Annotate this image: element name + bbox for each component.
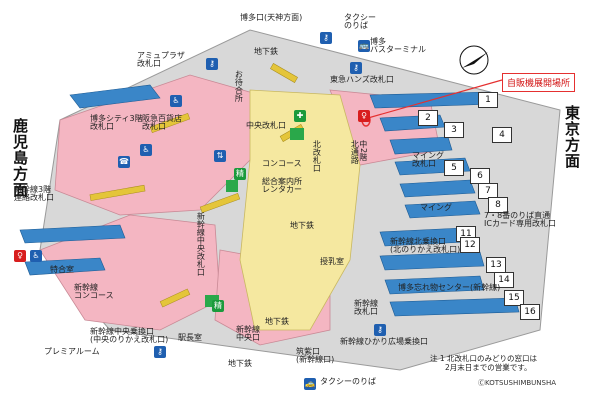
label-wasuremono: 博多忘れ物センター(新幹線): [398, 283, 501, 292]
label-shinkansen-chuo: 新幹線中央改札口: [196, 212, 206, 276]
platform-6: 6: [470, 168, 490, 184]
label-kita-gate: 北改札口: [312, 140, 322, 172]
platform-12: 12: [460, 237, 480, 253]
toilet-icon: 精: [234, 168, 246, 180]
tracks-west: [19, 84, 161, 276]
label-info: 総合案内所 レンタカー: [262, 177, 302, 195]
label-chuo-gate: 中央改札口: [246, 121, 286, 130]
platform-2: 2: [418, 110, 438, 126]
label-naka2: 中2階 北通路: [350, 140, 368, 164]
label-chikatetsu-mid: 地下鉄: [290, 221, 314, 230]
label-shinkansen-north: 新幹線北乗換口 (北のりかえ改札口): [390, 237, 461, 255]
accessible-icon: ♿: [30, 250, 42, 262]
label-chikatetsu-bottom: 地下鉄: [265, 317, 289, 326]
label-shinkansen-concourse: 新幹線 コンコース: [74, 283, 114, 301]
toilet-icon: ✚: [294, 110, 306, 122]
label-hakata-city3: 博多シティ3階 改札口: [90, 114, 143, 132]
platform-1: 1: [478, 92, 498, 108]
concourse-yellow: [239, 89, 361, 331]
key-icon: ⚷: [206, 58, 218, 70]
label-amu-plaza: アミュプラザ 改札口: [137, 51, 185, 69]
platform-13: 13: [486, 257, 506, 273]
platform-8: 8: [488, 197, 508, 213]
label-concourse: コンコース: [262, 159, 302, 168]
callout-pointer: [367, 79, 503, 119]
key-icon: ⚷: [154, 346, 166, 358]
female-toilet-icon: ♀: [358, 110, 370, 122]
platform-15: 15: [504, 290, 524, 306]
toilet-icon: ♿: [170, 95, 182, 107]
key-icon: ⚷: [374, 324, 386, 336]
platform-4: 4: [492, 127, 512, 143]
label-omachi: お待合所: [234, 70, 244, 102]
label-jun: 授乳室: [320, 257, 344, 266]
label-chikatetsu-low: 地下鉄: [228, 359, 252, 368]
label-shinkansen-3f: 新幹線3階 連絡改札口: [14, 185, 54, 203]
platform-14: 14: [494, 272, 514, 288]
bus-icon: 🚌: [358, 40, 370, 52]
label-taxi-bottom: タクシーのりば: [320, 377, 376, 386]
copyright: ⒸKOTSUSHIMBUNSHA: [478, 379, 557, 387]
platform-16: 16: [520, 304, 540, 320]
footnote: 注 1 北改札口のみどりの窓口は 2月末日までの営業です。: [430, 354, 538, 372]
accessible-icon: ♿: [140, 144, 152, 156]
label-mining: マイング 改札口: [412, 151, 444, 169]
label-tokyu-hands: 東急ハンズ改札口: [330, 75, 394, 84]
tracks-conventional: [369, 91, 496, 219]
label-chikatetsu-top: 地下鉄: [254, 47, 278, 56]
label-hankyu: 阪急百貨店 改札口: [142, 114, 182, 132]
vending-callout: 自販機展開場所: [502, 73, 576, 92]
label-premium: プレミアルーム: [44, 347, 100, 356]
tracks-shinkansen: [379, 227, 520, 317]
direction-kagoshima: 鹿児島方面: [11, 118, 29, 198]
compass: [459, 45, 489, 75]
toilet-icon: 精: [212, 300, 224, 312]
phone-icon: ☎: [118, 156, 130, 168]
female-toilet-icon: ♀: [14, 250, 26, 262]
platform-3: 3: [444, 122, 464, 138]
key-icon: ⚷: [320, 32, 332, 44]
label-shinkansen-chuo-norikae: 新幹線中央乗換口 (中央のりかえ改札口): [90, 327, 169, 345]
pink-area-west: [54, 74, 261, 216]
green-areas: [205, 128, 304, 307]
label-ekichou: 駅長室: [178, 333, 202, 342]
taxi-icon: 🚕: [304, 378, 316, 390]
elevator-icon: ⇅: [214, 150, 226, 162]
key-icon: ⚷: [350, 62, 362, 74]
label-platform78: 7・8番のりば直通 ICカード専用改札口: [484, 211, 556, 229]
label-tokubetsu: 特合室: [50, 265, 74, 274]
label-chikugo: 筑紫口 (新幹線口): [296, 347, 335, 365]
label-hakata-bus: 博多 バスターミナル: [370, 37, 426, 55]
platform-5: 5: [444, 160, 464, 176]
label-hikari: 新幹線ひかり広場乗換口: [340, 337, 428, 346]
label-shinkansen-chuo2: 新幹線 中央口: [236, 325, 260, 343]
label-shinkansen-minami: 新幹線 改札口: [354, 299, 378, 317]
label-hakata-exit: 博多口(天神方面): [240, 13, 303, 22]
label-taxi-top: タクシー のりば: [344, 13, 376, 31]
label-mining2: マイング: [420, 203, 452, 212]
direction-tokyo: 東京方面: [563, 105, 581, 169]
